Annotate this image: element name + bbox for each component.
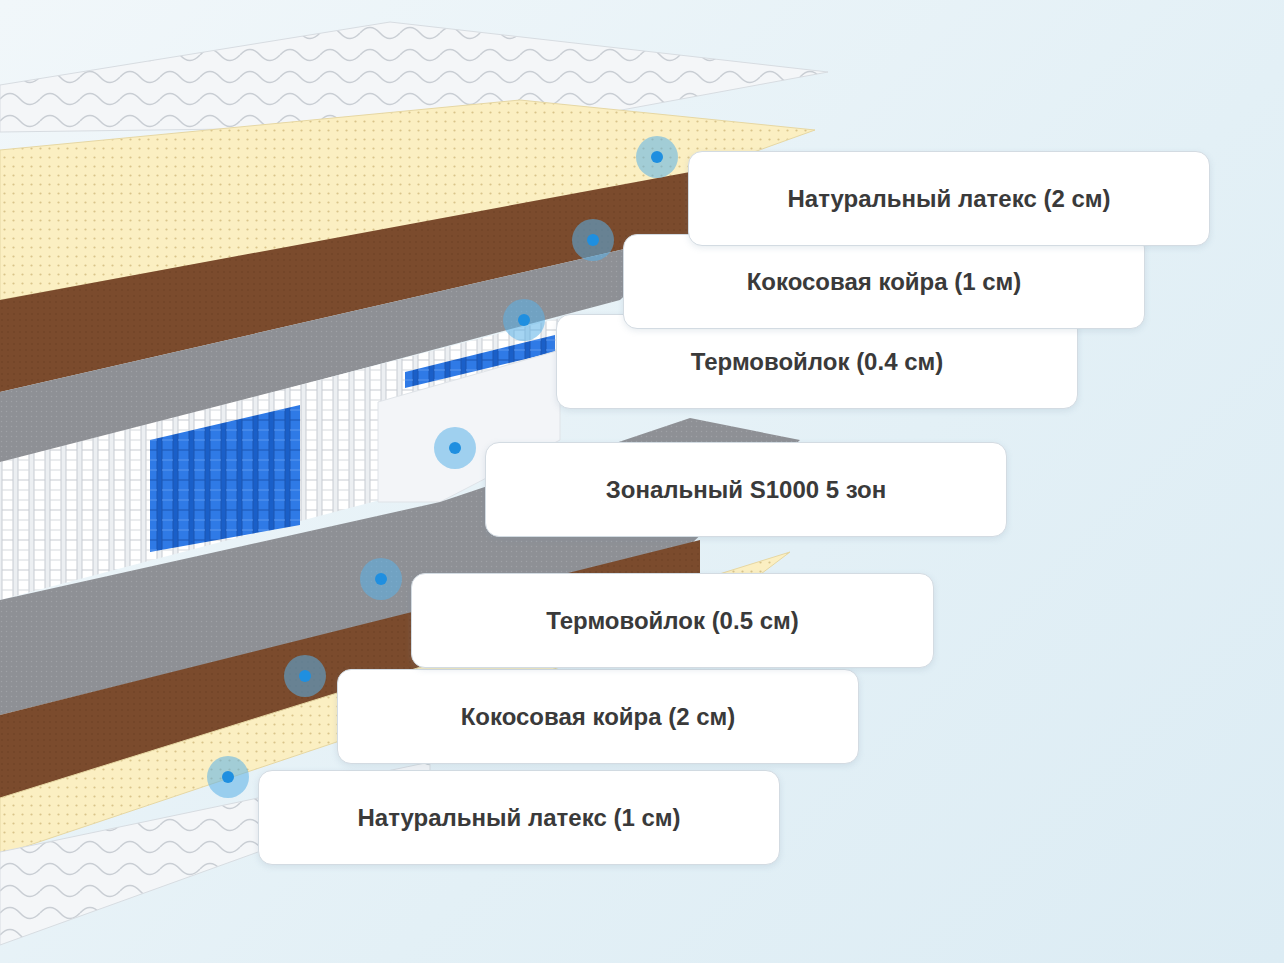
- callout-box: Натуральный латекс (2 см): [688, 151, 1210, 246]
- callout-label: Зональный S1000 5 зон: [606, 476, 887, 504]
- callout-box: Натуральный латекс (1 см): [258, 770, 780, 865]
- callout-box: Зональный S1000 5 зон: [485, 442, 1007, 537]
- callout-label: Натуральный латекс (1 см): [358, 804, 681, 832]
- callout-label: Кокосовая койра (2 см): [461, 703, 736, 731]
- callout-box: Кокосовая койра (2 см): [337, 669, 859, 764]
- callout-label: Термовойлок (0.5 см): [546, 607, 799, 635]
- callout-label: Натуральный латекс (2 см): [788, 185, 1111, 213]
- callout-label: Термовойлок (0.4 см): [691, 348, 944, 376]
- callout-label: Кокосовая койра (1 см): [747, 268, 1022, 296]
- callout-box: Термовойлок (0.5 см): [411, 573, 934, 668]
- callout-box: Кокосовая койра (1 см): [623, 234, 1145, 329]
